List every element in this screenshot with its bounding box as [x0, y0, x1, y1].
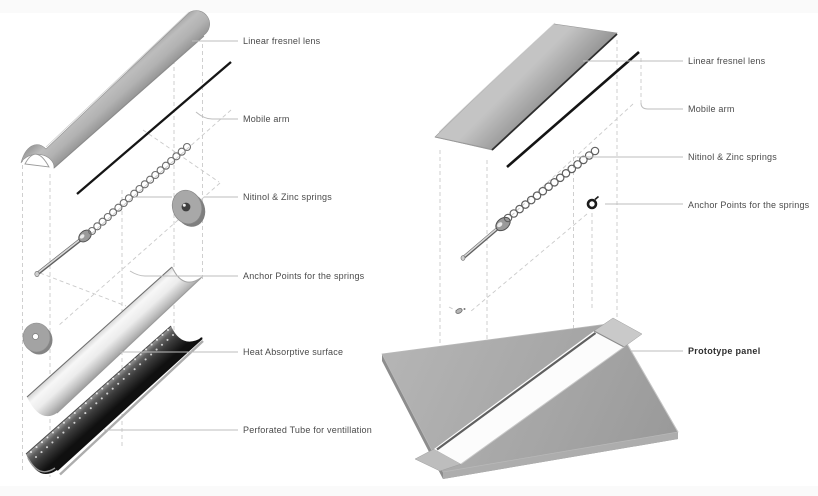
label-linear-fresnel-lens-right: Linear fresnel lens [688, 56, 766, 66]
label-perforated-tube: Perforated Tube for ventillation [243, 425, 372, 435]
perforated-tube [25, 325, 204, 476]
mobile-arm-right [506, 51, 640, 168]
spring-rod-right [460, 227, 499, 261]
spring-rod-left [34, 235, 86, 277]
nitinol-zinc-spring-left [87, 142, 192, 236]
nitinol-zinc-spring-right [503, 146, 600, 223]
right-assembly [381, 22, 683, 479]
bottom-margin-band [0, 486, 818, 496]
label-linear-fresnel-lens-left: Linear fresnel lens [243, 36, 321, 46]
label-anchor-points-right: Anchor Points for the springs [688, 200, 810, 210]
linear-fresnel-lens-right [434, 22, 618, 151]
label-mobile-arm-right: Mobile arm [688, 104, 735, 114]
anchor-point-small-right [455, 308, 466, 314]
spring-bead-left [78, 229, 92, 243]
label-anchor-points-left: Anchor Points for the springs [243, 271, 365, 281]
anchor-washer-left [22, 322, 53, 355]
anchor-disc-left [171, 189, 206, 227]
leader-lines-right [577, 60, 683, 352]
prototype-panel [381, 317, 679, 479]
linear-fresnel-lens-left [20, 10, 210, 169]
mobile-arm-left [76, 61, 232, 195]
label-heat-absorptive-surface: Heat Absorptive surface [243, 347, 344, 357]
label-prototype-panel: Prototype panel [688, 346, 761, 356]
label-nitinol-zinc-springs-left: Nitinol & Zinc springs [243, 192, 332, 202]
top-margin-band [0, 0, 818, 13]
anchor-ring-right [586, 195, 600, 210]
tube-perforations [29, 328, 175, 459]
leader-lines-left [104, 40, 238, 431]
label-nitinol-zinc-springs-right: Nitinol & Zinc springs [688, 152, 777, 162]
spring-bead-right [495, 216, 511, 232]
label-mobile-arm-left: Mobile arm [243, 114, 290, 124]
heat-absorptive-surface [26, 266, 203, 417]
left-assembly [20, 10, 238, 477]
